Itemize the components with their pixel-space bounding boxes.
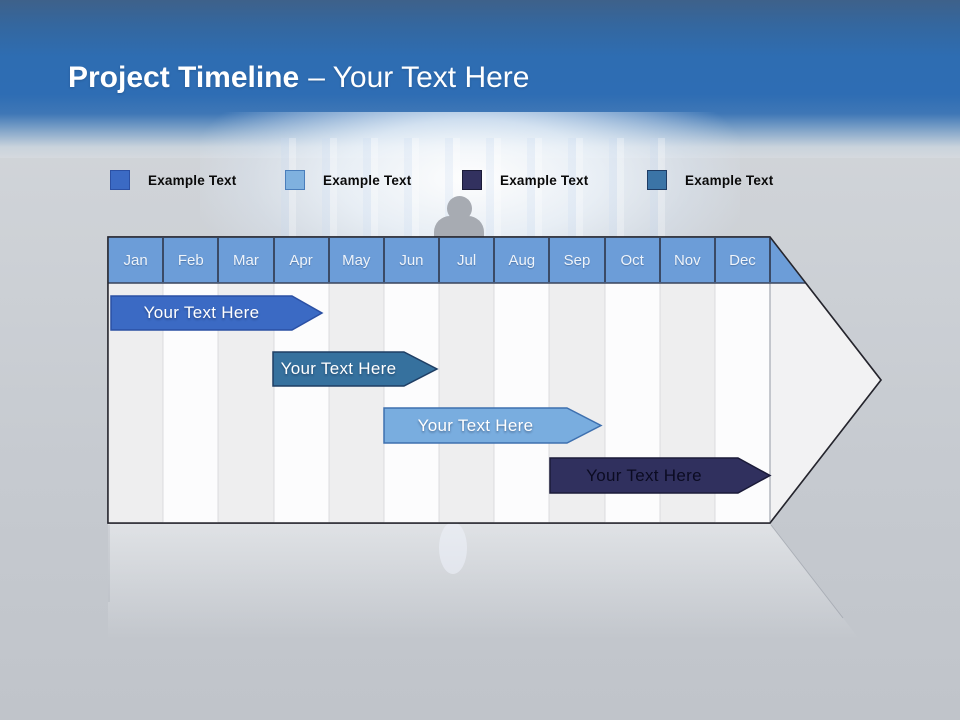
- header-cell-separators: [162, 238, 771, 282]
- gantt-bar-2-label: Your Text Here: [280, 359, 397, 378]
- month-label: Aug: [508, 251, 536, 269]
- legend-item-2: Example Text: [285, 170, 411, 190]
- legend-item-4: Example Text: [647, 170, 773, 190]
- month-label: Nov: [673, 251, 701, 269]
- month-label: Mar: [233, 251, 259, 269]
- month-label: Apr: [289, 251, 313, 269]
- month-label: Jan: [123, 251, 148, 269]
- gantt-bar-3-label: Your Text Here: [417, 415, 534, 435]
- glow-reflection: [439, 522, 467, 574]
- legend-swatch-lightblue-icon: [285, 170, 305, 190]
- month-label: May: [342, 251, 371, 269]
- gantt-bar-1-shape: [110, 295, 324, 331]
- timeline-reflection: [108, 522, 881, 720]
- legend-label: Example Text: [500, 172, 589, 188]
- month-label: Dec: [729, 251, 756, 269]
- legend-swatch-navy-icon: [462, 170, 482, 190]
- month-label: Oct: [620, 251, 644, 269]
- person-silhouette-shoulders: [434, 216, 484, 237]
- gantt-bar-2-shape: [272, 351, 439, 387]
- gantt-bar-4-shape: [549, 457, 772, 494]
- legend-item-3: Example Text: [462, 170, 588, 190]
- month-label: Sep: [563, 251, 591, 269]
- gantt-bar-1-label: Your Text Here: [143, 303, 260, 322]
- legend-label: Example Text: [323, 172, 412, 188]
- timeline-arrow-outline: [107, 236, 882, 524]
- legend-label: Example Text: [148, 172, 237, 188]
- month-header-row: Jan Feb Mar Apr May Jun Jul Aug Sep Oct …: [108, 237, 770, 283]
- month-label: Feb: [177, 251, 204, 269]
- legend-label: Example Text: [685, 172, 774, 188]
- slide-title: Project Timeline– Your Text Here: [68, 60, 908, 96]
- slide-title-subtitle: – Your Text Here: [308, 61, 530, 94]
- timeline-header-band: [108, 237, 806, 283]
- gantt-bar-4-label: Your Text Here: [586, 465, 702, 485]
- month-label: Jul: [457, 251, 477, 269]
- legend-swatch-blue-icon: [110, 170, 130, 190]
- slide-title-main: Project Timeline: [68, 61, 300, 94]
- month-label: Jun: [399, 251, 424, 269]
- legend-swatch-steelblue-icon: [647, 170, 667, 190]
- gantt-bar-3-shape: [383, 407, 603, 444]
- legend-item-1: Example Text: [110, 170, 236, 190]
